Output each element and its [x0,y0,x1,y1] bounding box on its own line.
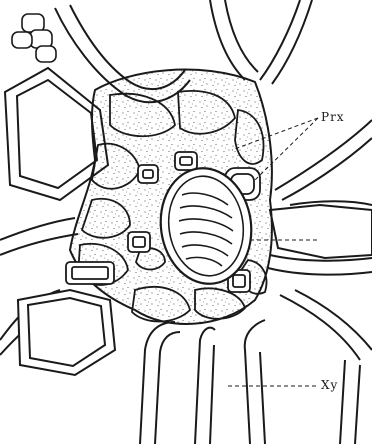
xylem-vessel-right [270,205,372,258]
xylem-vessel-bottom-left [18,290,115,375]
label-xy: Xy [321,378,338,392]
label-prx: Prx [321,110,345,124]
corner-cells [12,14,56,62]
